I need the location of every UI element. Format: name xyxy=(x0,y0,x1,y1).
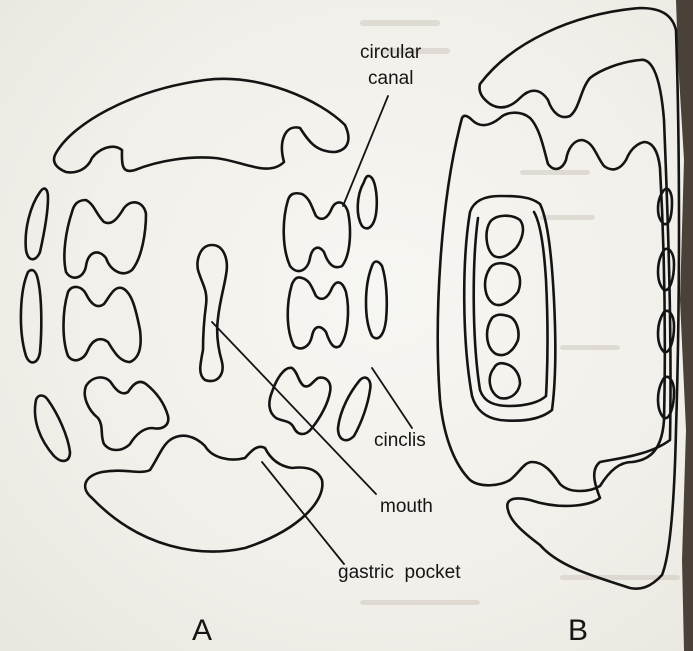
figure-a-right-pocket-2 xyxy=(288,277,348,348)
label-mouth: mouth xyxy=(380,496,433,517)
figure-b-edge-pocket-1 xyxy=(658,189,672,224)
figure-a-left-pocket-1 xyxy=(64,200,146,278)
figure-a-cinclis-right-3 xyxy=(338,378,370,441)
label-figure-a: A xyxy=(192,614,212,647)
figure-b-chamber-pocket-4 xyxy=(490,363,520,398)
label-circular-canal-line1: circular xyxy=(360,42,422,63)
figure-b-outer-crescent xyxy=(479,8,679,589)
label-gastric-pocket: gastric pocket xyxy=(338,562,461,583)
figure-a-right-pocket-1 xyxy=(284,193,350,271)
figure-b-inner-crescent xyxy=(438,113,665,491)
figure-b-inner-channel xyxy=(474,212,548,406)
show-through-background xyxy=(360,20,680,605)
figure-b-chamber-pocket-3 xyxy=(487,315,518,355)
figure-a-left-pocket-2 xyxy=(64,287,141,362)
figure-a-cinclis-right-2 xyxy=(366,262,387,339)
label-circular-canal-line2: canal xyxy=(368,68,413,89)
leader-circular-canal xyxy=(343,96,388,206)
figure-b-chamber-pocket-2 xyxy=(485,263,520,305)
label-figure-b: B xyxy=(568,614,588,647)
leader-lines xyxy=(212,96,412,564)
figure-a-left-pocket-3 xyxy=(85,377,169,450)
figure-a-cinclis-left-3 xyxy=(35,396,70,461)
figure-b-edge-pocket-2 xyxy=(658,249,674,290)
figure-a-cinclis-left-1 xyxy=(26,189,48,260)
figure-b-diagram xyxy=(438,8,679,589)
leader-gastric-pocket xyxy=(262,462,344,564)
label-cinclis: cinclis xyxy=(374,430,426,451)
leader-cinclis xyxy=(372,368,412,428)
figure-b-chamber-pocket-1 xyxy=(487,216,523,258)
figure-a-right-pocket-3 xyxy=(269,368,330,434)
figure-a-top-pocket xyxy=(54,79,348,173)
figure-a-diagram xyxy=(21,79,387,552)
figure-a-mouth xyxy=(198,245,227,381)
figure-a-cinclis-left-2 xyxy=(21,270,41,362)
figure-a-cinclis-right-1 xyxy=(358,176,377,228)
